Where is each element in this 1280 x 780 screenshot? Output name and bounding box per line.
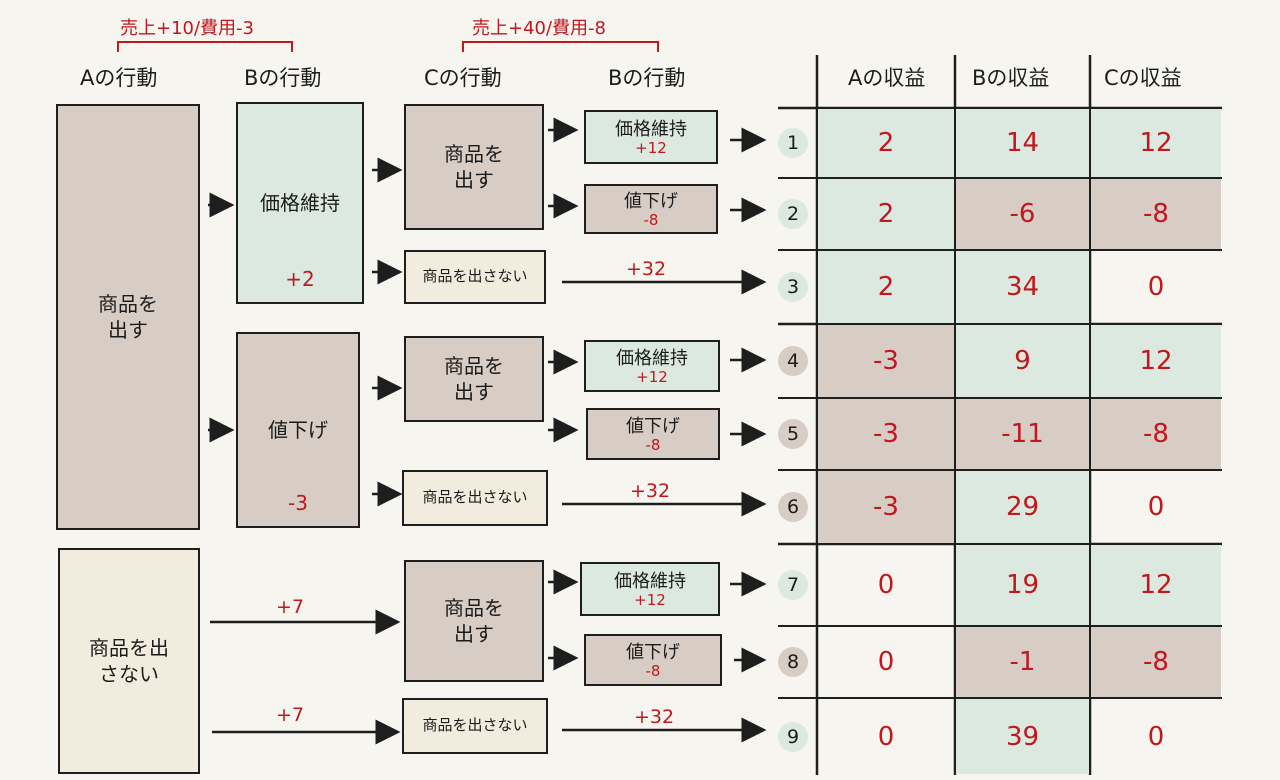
- profit-cell-b: -1: [956, 627, 1089, 697]
- profit-cell-b: 34: [956, 251, 1089, 323]
- profit-cell-a: 2: [818, 251, 954, 323]
- profit-cell-c: -8: [1091, 399, 1221, 469]
- c-round-label: 売上+40/費用-8: [472, 18, 606, 39]
- header-b-action-2: Bの行動: [608, 66, 686, 90]
- row-number: 3: [778, 272, 808, 302]
- header-a-profit: Aの収益: [848, 66, 926, 90]
- b2-label-1: 価格維持: [615, 118, 687, 140]
- header-b-action: Bの行動: [244, 66, 322, 90]
- profit-cell-a: -3: [818, 471, 954, 543]
- a-no-c-label: +7: [276, 704, 305, 726]
- b2-box-2: 値下げ -8: [584, 184, 718, 234]
- c-release-box-2: 商品を出す: [404, 336, 544, 422]
- header-c-profit: Cの収益: [1104, 66, 1182, 90]
- b2-delta-3: +12: [636, 368, 668, 387]
- profit-cell-c: 0: [1147, 272, 1165, 302]
- header-c-action: Cの行動: [424, 66, 502, 90]
- row-number: 9: [778, 721, 808, 752]
- header-a-action: Aの行動: [80, 66, 158, 90]
- row-number: 2: [778, 199, 808, 229]
- b2-delta-5: +12: [634, 591, 666, 610]
- b2-delta-6: -8: [645, 662, 661, 681]
- b2-box-1: 価格維持 +12: [584, 110, 718, 164]
- c-release-box-1: 商品を出す: [404, 104, 544, 230]
- profit-cell-a: -3: [818, 325, 954, 397]
- profit-cell-c: 12: [1091, 325, 1221, 397]
- a-no-b-label: +7: [276, 596, 305, 618]
- c-no-label-2: 商品を出さない: [422, 488, 528, 507]
- profit-cell-b: -11: [956, 399, 1089, 469]
- row-number: 8: [778, 647, 808, 677]
- b-round-label: 売上+10/費用-3: [120, 18, 254, 39]
- profit-cell-c: -8: [1091, 179, 1221, 249]
- b2-box-6: 値下げ -8: [584, 634, 722, 686]
- profit-cell-a: -3: [818, 399, 954, 469]
- profit-cell-a: 0: [877, 647, 895, 677]
- c-no-box-3: 商品を出さない: [402, 698, 548, 754]
- c-no-3-label: +32: [634, 706, 675, 728]
- c-no-box-2: 商品を出さない: [402, 470, 548, 526]
- profit-cell-c: -8: [1091, 627, 1221, 697]
- b2-label-3: 価格維持: [616, 347, 688, 369]
- b-cut-delta: -3: [288, 491, 308, 515]
- profit-cell-a: 2: [818, 179, 954, 249]
- row-number: 5: [778, 419, 808, 449]
- profit-cell-a: 0: [877, 721, 895, 752]
- b2-box-3: 価格維持 +12: [584, 340, 720, 392]
- profit-cell-b: 9: [956, 325, 1089, 397]
- b-cut-label: 値下げ: [268, 418, 328, 442]
- header-b-profit: Bの収益: [972, 66, 1050, 90]
- a-no-release-label: 商品を出さない: [89, 636, 169, 686]
- b-keep-delta: +2: [285, 267, 315, 291]
- b2-delta-4: -8: [645, 436, 661, 455]
- profit-cell-b: 19: [956, 545, 1089, 625]
- row-number: 7: [778, 570, 808, 600]
- bracket-c: [462, 41, 659, 52]
- c-no-1-label: +32: [626, 258, 667, 280]
- c-release-label-2: 商品を出す: [444, 354, 504, 404]
- b2-label-4: 値下げ: [626, 415, 680, 437]
- c-no-box-1: 商品を出さない: [404, 250, 546, 304]
- b2-label-6: 値下げ: [626, 641, 680, 663]
- c-release-label-1: 商品を出す: [444, 142, 504, 192]
- row-number: 6: [778, 492, 808, 522]
- row-number: 4: [778, 346, 808, 376]
- row-number: 1: [778, 128, 808, 158]
- c-release-label-3: 商品を出す: [444, 596, 504, 646]
- bracket-b: [117, 41, 293, 52]
- profit-cell-c: 12: [1091, 545, 1221, 625]
- b-keep-box: 価格維持 +2: [236, 102, 364, 304]
- profit-cell-c: 0: [1147, 721, 1165, 752]
- profit-cell-a: 2: [818, 109, 954, 177]
- c-no-2-label: +32: [630, 480, 671, 502]
- a-release-box: 商品を出す: [56, 104, 200, 530]
- b2-box-4: 値下げ -8: [586, 408, 720, 460]
- c-release-box-3: 商品を出す: [404, 560, 544, 682]
- a-no-release-box: 商品を出さない: [58, 548, 200, 774]
- profit-cell-b: 14: [956, 109, 1089, 177]
- a-release-label: 商品を出す: [98, 292, 158, 342]
- b2-delta-2: -8: [643, 211, 659, 230]
- b-cut-box: 値下げ -3: [236, 332, 360, 528]
- profit-cell-a: 0: [877, 570, 895, 600]
- profit-cell-b: 29: [956, 471, 1089, 543]
- b2-label-2: 値下げ: [624, 190, 678, 212]
- c-no-label-3: 商品を出さない: [422, 716, 528, 735]
- b2-label-5: 価格維持: [614, 570, 686, 592]
- b-keep-label: 価格維持: [260, 191, 340, 215]
- profit-cell-c: 12: [1091, 109, 1221, 177]
- profit-cell-b: 39: [956, 699, 1089, 774]
- b2-box-5: 価格維持 +12: [580, 562, 720, 616]
- c-no-label-1: 商品を出さない: [422, 267, 528, 286]
- profit-cell-c: 0: [1147, 492, 1165, 522]
- b2-delta-1: +12: [635, 139, 667, 158]
- profit-cell-b: -6: [956, 179, 1089, 249]
